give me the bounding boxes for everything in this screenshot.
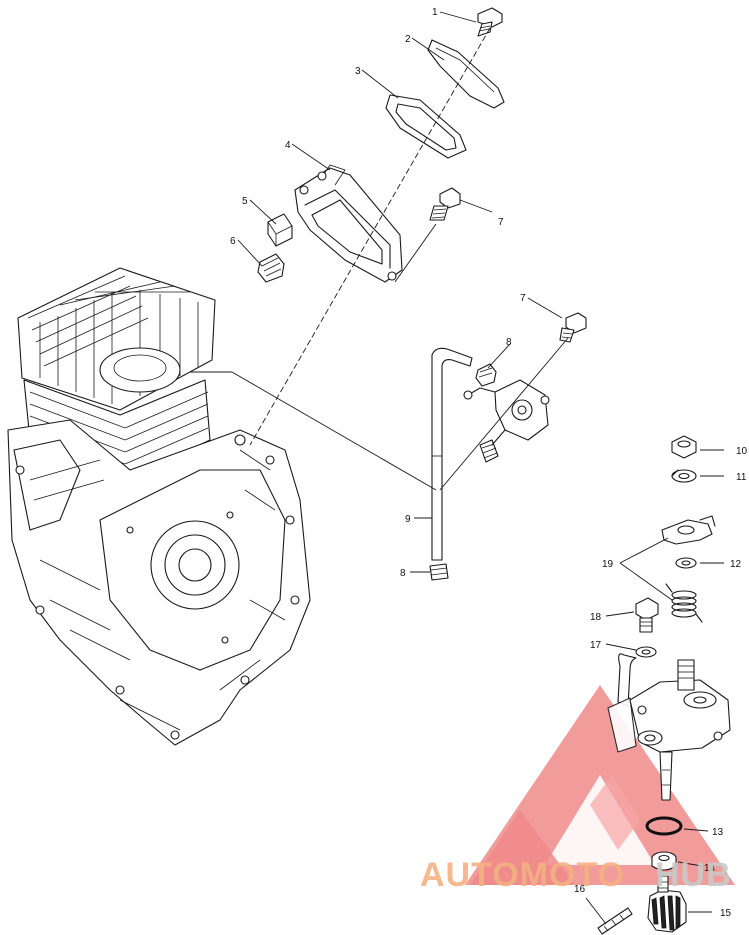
callout-5: 5 <box>242 196 248 207</box>
part-3-gasket <box>385 94 467 159</box>
part-1-bolt <box>477 7 503 37</box>
callout-labels: 1 2 3 4 5 6 7 7 8 9 8 10 11 19 12 18 17 … <box>230 7 748 919</box>
oil-pump-mid <box>463 379 550 463</box>
part-9-hose <box>431 347 473 561</box>
callout-9: 9 <box>405 514 411 525</box>
watermark-text-hub: HUB <box>655 856 732 894</box>
part-19-lever <box>661 515 716 545</box>
part-4-reed-housing <box>294 164 403 283</box>
callout-7-mid: 7 <box>520 293 526 304</box>
part-13-oring <box>645 816 683 836</box>
callout-19: 19 <box>602 559 614 570</box>
callout-6: 6 <box>230 236 236 247</box>
part-5-bushing <box>267 213 293 247</box>
engine-block <box>7 267 311 746</box>
callout-11: 11 <box>736 472 747 483</box>
callout-4: 4 <box>285 140 291 151</box>
callout-15: 15 <box>720 908 732 919</box>
part-6-bushing <box>257 253 285 283</box>
callout-2: 2 <box>405 34 411 45</box>
part-8-clamp-upper <box>475 363 497 387</box>
part-17-washer <box>635 646 657 658</box>
callout-1: 1 <box>432 7 438 18</box>
callout-18: 18 <box>590 612 602 623</box>
callout-10: 10 <box>736 446 748 457</box>
part-7-bolt-mid <box>559 312 587 343</box>
watermark-text-automoto: AUTOMOTO <box>420 856 625 894</box>
callout-14: 14 <box>704 863 716 874</box>
part-7-bolt-upper <box>429 187 461 221</box>
callout-7-upper: 7 <box>498 217 504 228</box>
callout-17: 17 <box>590 640 602 651</box>
part-14-seal <box>651 851 677 871</box>
callout-16: 16 <box>574 884 586 895</box>
assembly-centerlines <box>190 27 569 491</box>
callout-3: 3 <box>355 66 361 77</box>
oil-pump-assembly <box>607 653 731 801</box>
part-8-clamp-lower <box>429 563 449 581</box>
part-12-washer <box>675 557 697 569</box>
callout-12: 12 <box>730 559 742 570</box>
part-2-cover-plate <box>427 39 505 109</box>
part-18-bolt <box>635 597 659 633</box>
part-10-nut <box>671 435 697 459</box>
part-19-spring <box>665 583 703 623</box>
callout-8-upper: 8 <box>506 337 512 348</box>
callout-8-lower: 8 <box>400 568 406 579</box>
part-16-pin <box>597 907 633 935</box>
watermark-text: AUTOMOTO HUB <box>420 856 732 894</box>
part-15-gear <box>647 875 687 933</box>
callout-13: 13 <box>712 827 724 838</box>
leader-lines <box>237 11 724 925</box>
part-11-lockwasher <box>671 469 697 483</box>
